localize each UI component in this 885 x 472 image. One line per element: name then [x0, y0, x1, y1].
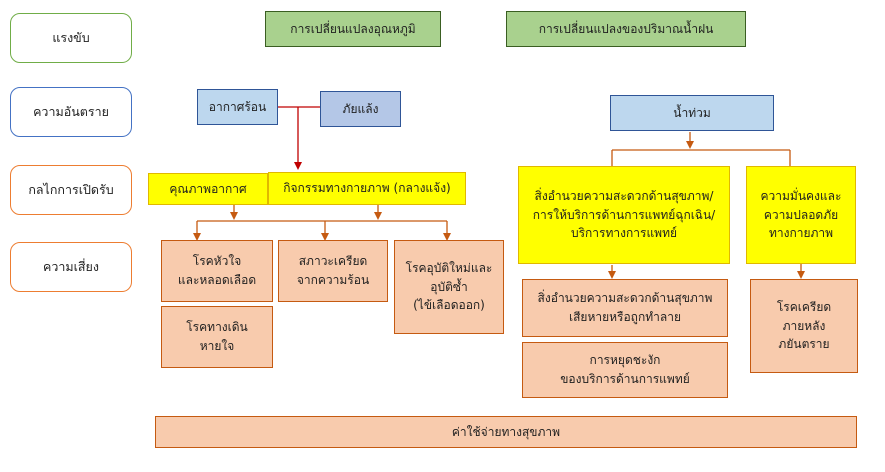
mechanism-security: ความมั่นคงและ ความปลอดภัย ทางกายภาพ	[746, 166, 856, 264]
risk-respiratory: โรคทางเดิน หายใจ	[161, 306, 273, 368]
mechanism-health-facilities: สิ่งอำนวยความสะดวกด้านสุขภาพ/ การให้บริก…	[518, 166, 730, 264]
health-cost-bar: ค่าใช้จ่ายทางสุขภาพ	[155, 416, 857, 448]
mechanism-outdoor-activity: กิจกรรมทางกายภาพ (กลางแจ้ง)	[268, 172, 466, 205]
row-label-hazard: ความอันตราย	[10, 87, 132, 137]
row-label-exposure: กลไกการเปิดรับ	[10, 165, 132, 215]
hazard-flood: น้ำท่วม	[610, 95, 774, 131]
driver-rainfall: การเปลี่ยนแปลงของปริมาณน้ำฝน	[506, 11, 746, 47]
row-label-risk: ความเสี่ยง	[10, 242, 132, 292]
mechanism-air-quality: คุณภาพอากาศ	[148, 173, 268, 205]
mechanism-connector-left	[193, 205, 451, 241]
risk-cardiovascular: โรคหัวใจ และหลอดเลือด	[161, 240, 273, 302]
hazard-drought: ภัยแล้ง	[320, 91, 401, 127]
risk-service-disruption: การหยุดชะงัก ของบริการด้านการแพทย์	[522, 342, 728, 398]
hazard-connector	[278, 106, 320, 170]
driver-temperature: การเปลี่ยนแปลงอุณหภูมิ	[265, 11, 441, 47]
risk-ptsd: โรคเครียด ภายหลัง ภยันตราย	[750, 279, 858, 373]
risk-heat-stress: สภาวะเครียด จากความร้อน	[278, 240, 388, 302]
row-label-driver: แรงขับ	[10, 13, 132, 63]
flood-connector	[611, 132, 791, 166]
mechanism-connector-right	[608, 264, 805, 279]
risk-facility-damage: สิ่งอำนวยความสะดวกด้านสุขภาพ เสียหายหรือ…	[522, 279, 728, 337]
hazard-heat: อากาศร้อน	[197, 89, 278, 125]
risk-emerging-diseases: โรคอุบัติใหม่และ อุบัติซ้ำ (ไข้เลือดออก)	[394, 240, 504, 334]
